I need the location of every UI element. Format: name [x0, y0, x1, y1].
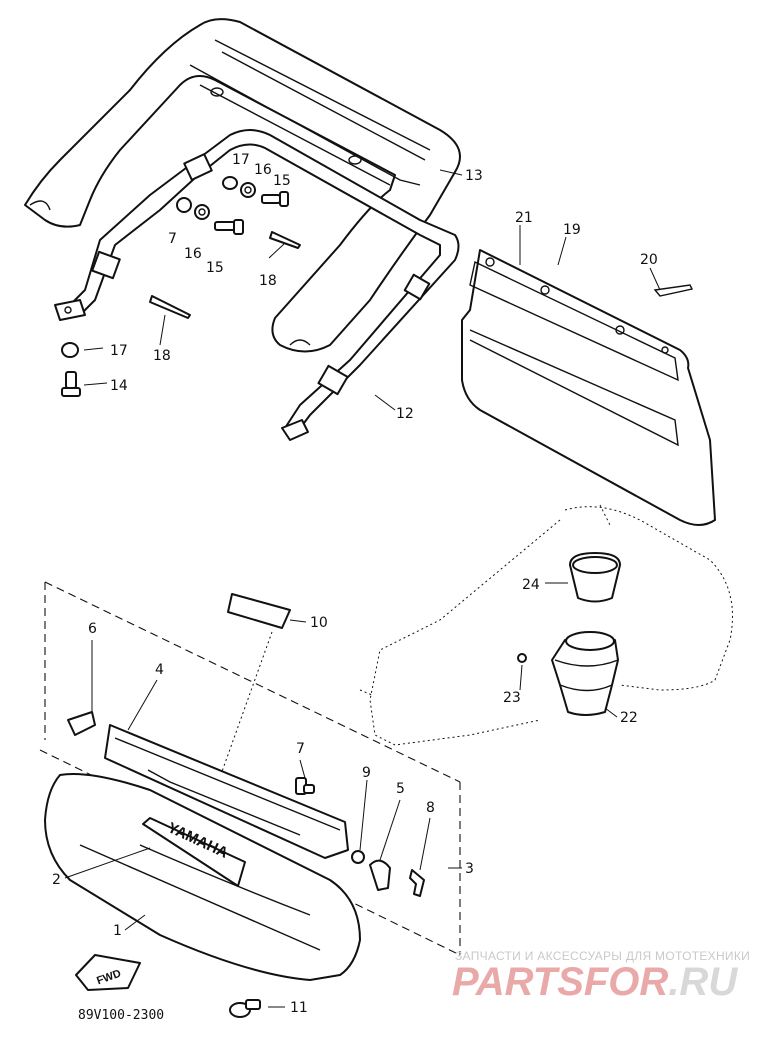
callout-12: 12 — [396, 406, 414, 422]
fwd-arrow: FWD — [75, 954, 141, 991]
callout-17-left: 17 — [110, 343, 128, 359]
callout-23: 23 — [503, 690, 521, 706]
screw-11 — [229, 999, 261, 1018]
mudflap-plate — [461, 249, 716, 526]
leader-10-dotted — [209, 631, 273, 806]
carrier-bracket-frame — [54, 129, 460, 441]
callout-20: 20 — [640, 252, 658, 268]
callout-15-left: 15 — [206, 260, 224, 276]
callout-7-top: 7 — [168, 231, 177, 247]
callout-3: 3 — [465, 861, 474, 877]
tail-lens-cover — [44, 773, 361, 981]
license-bracket — [104, 724, 349, 859]
callout-5: 5 — [396, 781, 405, 797]
callout-24: 24 — [522, 577, 540, 593]
grommets — [517, 552, 621, 716]
carrier-grab-bar — [24, 18, 461, 353]
leader-lines — [64, 169, 661, 1008]
callout-21: 21 — [515, 210, 533, 226]
screw-7 — [295, 777, 315, 795]
callout-7-bottom: 7 — [296, 741, 305, 757]
drawing-code: 89V100-2300 — [78, 1008, 164, 1023]
callout-6: 6 — [88, 621, 97, 637]
callout-17-top: 17 — [232, 152, 250, 168]
callout-9: 9 — [362, 765, 371, 781]
callout-8: 8 — [426, 800, 435, 816]
callout-18-right: 18 — [259, 273, 277, 289]
callout-1: 1 — [113, 923, 122, 939]
callout-14: 14 — [110, 378, 128, 394]
callout-10: 10 — [310, 615, 328, 631]
callout-19: 19 — [563, 222, 581, 238]
clip-6 — [67, 711, 96, 736]
tail-housing-outline — [359, 504, 733, 746]
callout-4: 4 — [155, 662, 164, 678]
callout-16-top: 16 — [254, 162, 272, 178]
pin-8 — [409, 869, 425, 897]
watermark: ЗАПЧАСТИ И АКСЕССУАРЫ ДЛЯ МОТОТЕХНИКИ PA… — [452, 949, 750, 1004]
callout-numbers: 13 12 17 16 15 7 16 15 18 17 14 18 21 19… — [52, 152, 658, 1016]
callout-11: 11 — [290, 1000, 308, 1016]
fasteners-top — [61, 176, 301, 397]
watermark-tagline: ЗАПЧАСТИ И АКСЕССУАРЫ ДЛЯ МОТОТЕХНИКИ — [455, 949, 750, 963]
callout-22: 22 — [620, 710, 638, 726]
callout-15-top: 15 — [273, 173, 291, 189]
clamp-5 — [369, 859, 391, 891]
lower-assembly-frame — [39, 581, 461, 956]
callout-2: 2 — [52, 872, 61, 888]
nut-9 — [351, 850, 365, 864]
reflector-strip — [227, 593, 291, 629]
callout-16-left: 16 — [184, 246, 202, 262]
callout-18-left: 18 — [153, 348, 171, 364]
watermark-logo: PARTSFOR.RU — [452, 960, 738, 1004]
callout-13: 13 — [465, 168, 483, 184]
